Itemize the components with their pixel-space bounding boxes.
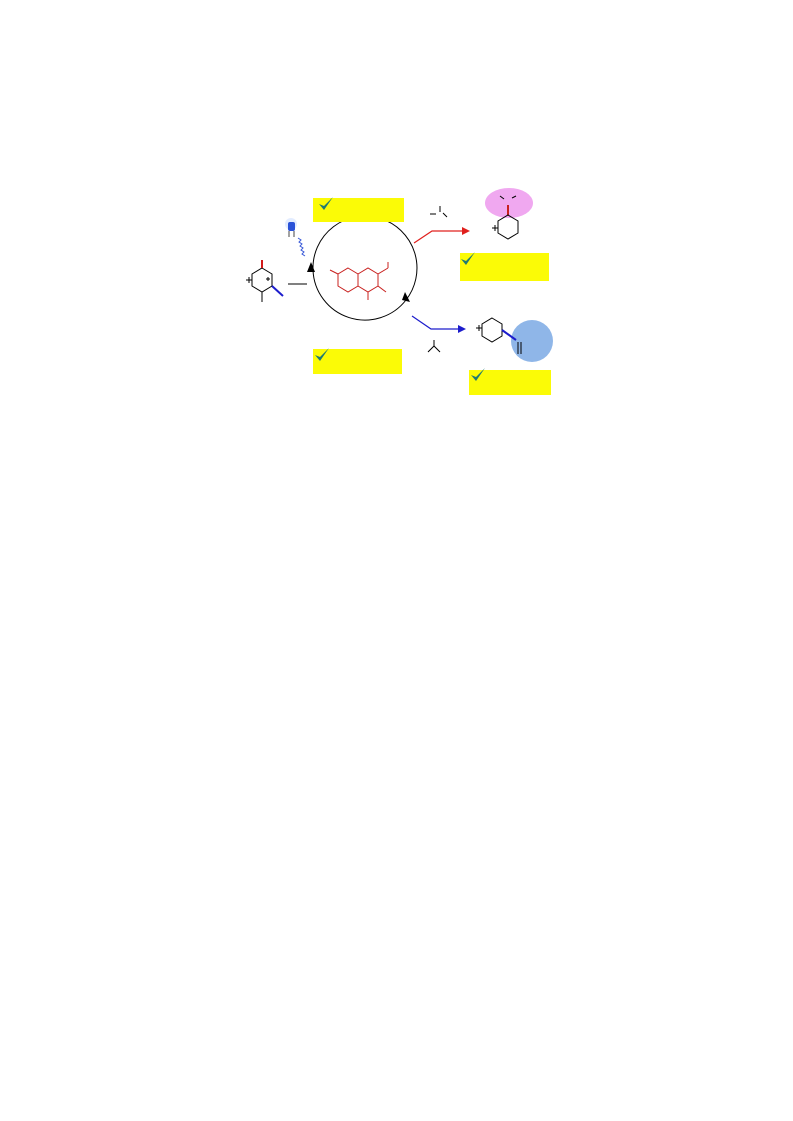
blue-pathway [411, 315, 466, 353]
catalyst-structure [329, 262, 389, 300]
blue-led-icon [285, 218, 306, 257]
light-wave [297, 237, 306, 257]
red-pathway [413, 206, 470, 244]
highlight-box-bottom-right [469, 370, 551, 395]
cycle-arrowhead-right [402, 292, 410, 302]
cycle-arrowhead-top [307, 262, 315, 272]
highlight-box-bottom-left [313, 349, 402, 374]
pink-highlight-blob [485, 188, 533, 218]
checkmark-icon [319, 197, 333, 210]
catalytic-cycle [312, 215, 418, 321]
product-red [485, 188, 533, 240]
highlight-box-top-right [460, 253, 549, 281]
product-blue [476, 317, 553, 362]
checkmark-icon [471, 368, 485, 381]
blue-highlight-blob [511, 320, 553, 362]
checkmark-icon [461, 252, 475, 265]
starting-arene [246, 260, 284, 302]
checkmark-icon [315, 348, 329, 361]
